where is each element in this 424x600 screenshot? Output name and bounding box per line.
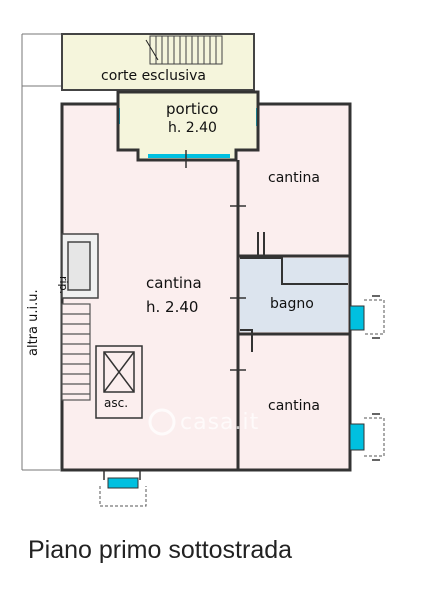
stair-block <box>61 233 99 299</box>
watermark-logo-icon <box>148 408 176 436</box>
bagno-label: bagno <box>270 296 314 312</box>
cantina-main-label: cantina <box>146 274 202 292</box>
cantina-top-label: cantina <box>268 170 320 186</box>
portico-label: portico <box>166 100 219 118</box>
bagno-area <box>240 258 348 332</box>
portico-height: h. 2.40 <box>168 120 217 136</box>
asc-label: asc. <box>104 396 129 410</box>
corte-stair-icon <box>145 35 223 65</box>
stairs-icon <box>61 303 91 401</box>
corte-label: corte esclusiva <box>101 68 206 84</box>
plan-caption: Piano primo sottostrada <box>28 536 293 564</box>
floor-plan <box>21 33 385 507</box>
cantina-bottom-label: cantina <box>268 398 320 414</box>
elevator-icon <box>95 345 143 419</box>
rip-label: rip. <box>57 276 70 295</box>
altra-uiu-label: altra u.i.u. <box>26 289 41 356</box>
watermark-text: casa.it <box>180 410 260 435</box>
cantina-main-height: h. 2.40 <box>146 298 199 316</box>
